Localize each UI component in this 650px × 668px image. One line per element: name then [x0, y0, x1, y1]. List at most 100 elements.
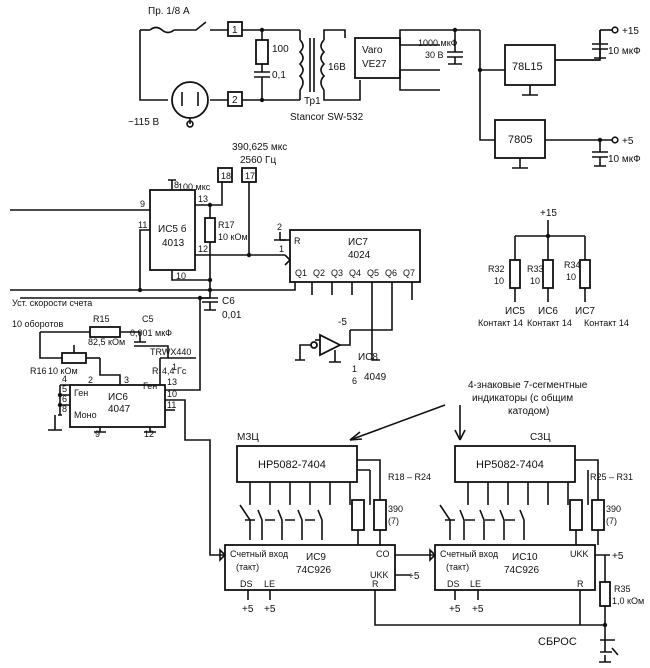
ic10-ukk-label: UKK	[570, 549, 589, 559]
ic7-counter	[289, 229, 421, 283]
transformer-primary	[298, 39, 304, 91]
resistor-100	[255, 39, 269, 65]
display-caption-2: индикаторы (с общим	[472, 392, 573, 404]
regulator-7805	[494, 119, 546, 159]
terminal-1-label: 1	[232, 25, 238, 36]
ic8-name-label: ИС8	[358, 352, 378, 363]
capacitor-1000	[447, 30, 463, 65]
ic10-le-supply: +5	[472, 604, 484, 615]
fuse-label: Пр. 1/8 A	[148, 6, 190, 17]
ic6-pin2: 2	[88, 375, 93, 385]
ic10-counter	[434, 544, 596, 591]
c6-label: C6	[222, 296, 235, 307]
resistor-390a	[373, 499, 387, 531]
ic7-q3: Q3	[331, 268, 343, 278]
oscillator-frequency-label: 4,4 Гс	[162, 366, 187, 376]
terminal-18	[217, 167, 233, 183]
ic10-clock-label: (такт)	[446, 562, 469, 572]
terminal-2-label: 2	[232, 95, 238, 106]
transformer-secondary	[320, 39, 326, 91]
bridge-name-label: Varo	[362, 45, 383, 56]
c6-value-label: 0,01	[222, 310, 242, 321]
ic7-q7: Q7	[403, 268, 415, 278]
display-section: 4-знаковые 7-сегментные индикаторы (с об…	[219, 380, 644, 663]
ic5-pin12: 12	[198, 244, 208, 254]
display-1-model: HP5082-7404	[258, 459, 326, 471]
frequency-label: 2560 Гц	[240, 155, 276, 166]
resistor-r17	[204, 217, 216, 243]
regulator-78l15	[504, 44, 556, 86]
speed-setting-label: Уст. скорости счета	[12, 298, 92, 308]
transformer-model-label: Stancor SW-532	[290, 112, 364, 123]
cap-main-label: 1000 мкФ	[418, 38, 458, 48]
ic6-type-label: 4047	[108, 404, 131, 415]
ic9-le-supply: +5	[264, 604, 276, 615]
resistor-390b	[591, 499, 605, 531]
ic9-type-label: 74C926	[296, 565, 331, 576]
r15-label: R15	[93, 314, 110, 324]
r35-value-label: 1,0 кОм	[612, 596, 644, 606]
ic5-type-label: 4013	[162, 238, 185, 249]
output-5v-label: +5	[622, 136, 634, 147]
ic5-pin9: 9	[140, 199, 145, 209]
ic5-pin13: 13	[198, 194, 208, 204]
ic10-le-label: LE	[470, 579, 481, 589]
ic10-r-label: R	[577, 579, 584, 589]
r34-value: 10	[566, 272, 576, 282]
ic7-q5: Q5	[367, 268, 379, 278]
ic5-name-label: ИС5 б	[158, 223, 187, 235]
ic9-co-label: CO	[376, 549, 390, 559]
ic6-pin3: 3	[124, 375, 129, 385]
r17-label: R17	[218, 220, 235, 230]
ic10-input-label: Счетный вход	[440, 549, 499, 559]
ic10-ds-supply: +5	[449, 604, 461, 615]
capacitor-c6	[202, 290, 218, 311]
ic5-pin8: 8	[174, 180, 179, 190]
lsd-label: СЗЦ	[530, 432, 551, 443]
period-label: 390,625 мкс	[232, 142, 287, 153]
ic6-pin4: 4	[62, 374, 67, 384]
ic9-input-label: Счетный вход	[230, 549, 289, 559]
r35-label: R35	[614, 584, 631, 594]
pullup-pin-b: Контакт 14	[527, 318, 572, 328]
secondary-voltage-label: 16В	[328, 62, 346, 73]
gen-right-label: Ген	[143, 381, 157, 391]
r18-r24-label: R18 – R24	[388, 472, 431, 482]
transformer-ref-label: Тр1	[304, 96, 321, 107]
pulse-width-label: 100 мкс	[178, 182, 211, 192]
pullup-pin-a: Контакт 14	[478, 318, 523, 328]
regulator-1-label: 78L15	[512, 61, 543, 73]
ic9-ukk-label: UKK	[370, 570, 389, 580]
ic6-pin13: 13	[167, 377, 177, 387]
reset-switch-icon	[600, 639, 619, 656]
ic8-fraction-bottom: 6	[352, 376, 357, 386]
display-2-model: HP5082-7404	[476, 459, 544, 471]
pullup-ic6-label: ИС6	[538, 306, 558, 317]
ic9-ds-label: DS	[240, 579, 253, 589]
ic7-type-label: 4024	[348, 250, 371, 261]
resistor-r34	[579, 259, 591, 289]
terminal-2	[227, 91, 243, 107]
c5-label: C5	[142, 314, 154, 324]
pullup-ic7-label: ИС7	[575, 306, 595, 317]
mains-label: ~115 В	[128, 117, 160, 128]
ic6-pin5: 5	[62, 384, 67, 394]
pullup-section: +15 R32 10 R33 10 R34 10 ИС5 ИС6 ИС7 Кон…	[478, 208, 629, 328]
resistor-r33	[542, 259, 554, 289]
terminal-1	[227, 21, 243, 37]
ic6-pin10: 10	[167, 389, 177, 399]
resistor-r15	[89, 326, 121, 338]
c5-value-label: 0,001 мкФ	[130, 328, 172, 338]
terminal-18-label: 18	[221, 171, 231, 181]
display-msd	[236, 445, 358, 483]
timebase-section: 390,625 мкс 2560 Гц 18 17 100 мкс ИС5 б …	[10, 142, 421, 361]
r390a-label: 390	[388, 504, 403, 514]
transistor-row-left	[239, 504, 323, 540]
pullup-supply-label: +15	[540, 208, 557, 219]
ic6-pin12: 12	[144, 429, 154, 439]
inverter-supply-label: -5	[338, 317, 347, 328]
r100-label: 100	[272, 44, 289, 55]
ic5-pin11: 11	[138, 220, 147, 230]
mono-label: Моно	[74, 410, 97, 420]
ic6-pin1: 1	[172, 362, 177, 372]
